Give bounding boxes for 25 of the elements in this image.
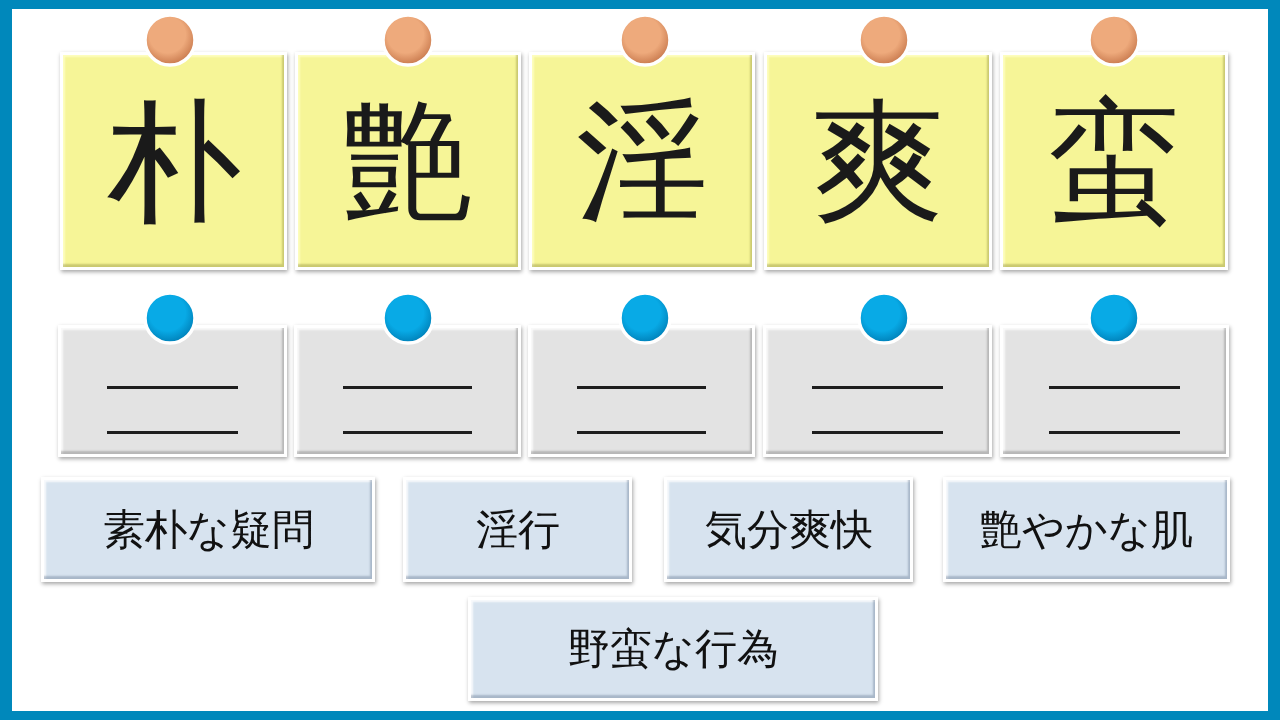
word-card	[403, 477, 632, 582]
word-text: 艶やかな肌	[980, 508, 1193, 551]
answer-card	[294, 325, 521, 457]
sticky-note	[764, 52, 992, 270]
word-text: 淫行	[475, 508, 560, 551]
kanji-character: 蛮	[1048, 95, 1180, 227]
word-card	[41, 477, 375, 582]
word-text: 素朴な疑問	[102, 508, 314, 551]
word-text: 気分爽快	[704, 508, 873, 551]
word-card	[468, 597, 878, 701]
answer-card	[763, 325, 992, 457]
kanji-character: 淫	[576, 95, 708, 227]
sticky-note	[529, 52, 755, 270]
answer-card	[528, 325, 755, 457]
kanji-character: 朴	[107, 95, 240, 227]
sticky-note	[295, 52, 521, 270]
word-card	[664, 477, 913, 582]
kanji-character: 爽	[812, 95, 944, 227]
answer-card	[58, 325, 287, 457]
answer-card	[1000, 325, 1229, 457]
word-card	[943, 477, 1230, 582]
sticky-note	[1000, 52, 1228, 270]
word-text: 野蛮な行為	[567, 628, 779, 670]
sticky-note	[60, 52, 287, 270]
kanji-character: 艶	[342, 95, 474, 227]
